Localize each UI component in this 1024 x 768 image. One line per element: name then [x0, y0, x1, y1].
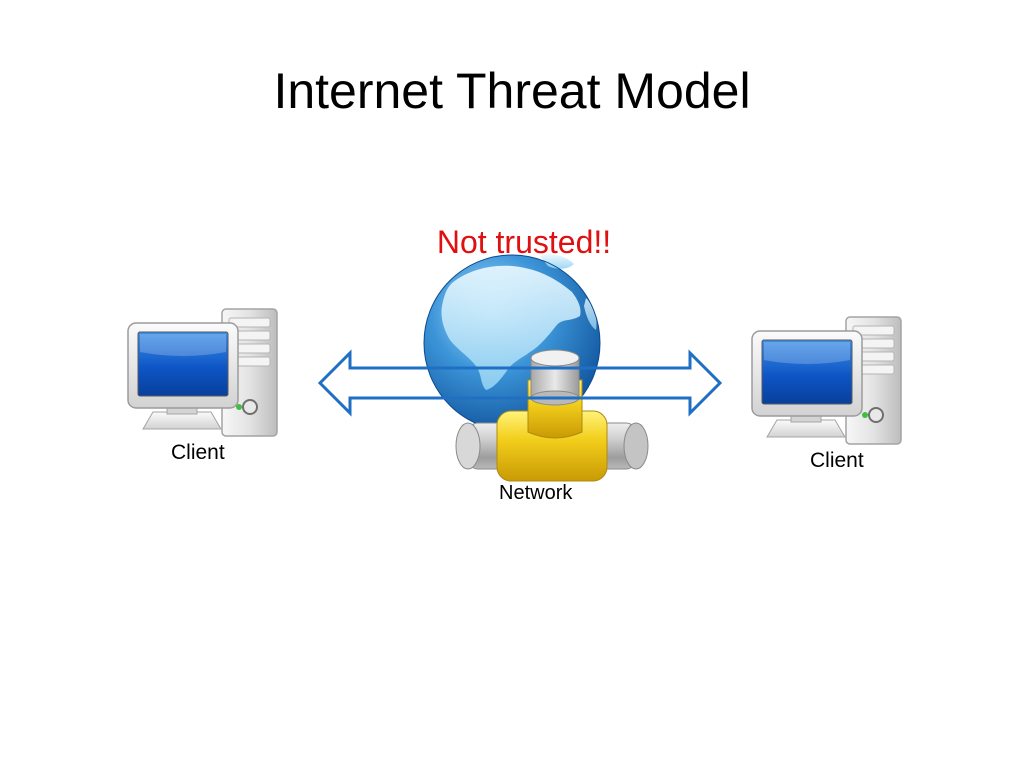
client-right-label: Client: [810, 449, 864, 472]
network-label: Network: [499, 482, 573, 504]
double-arrow-connection: [317, 349, 723, 417]
network-pipe-icon: [455, 349, 649, 482]
slide-title: Internet Threat Model: [273, 63, 751, 119]
client-right-computer-icon: [751, 316, 902, 445]
client-left-label: Client: [171, 441, 225, 464]
not-trusted-warning: Not trusted!!: [436, 224, 612, 260]
client-left-computer-icon: [127, 308, 278, 437]
